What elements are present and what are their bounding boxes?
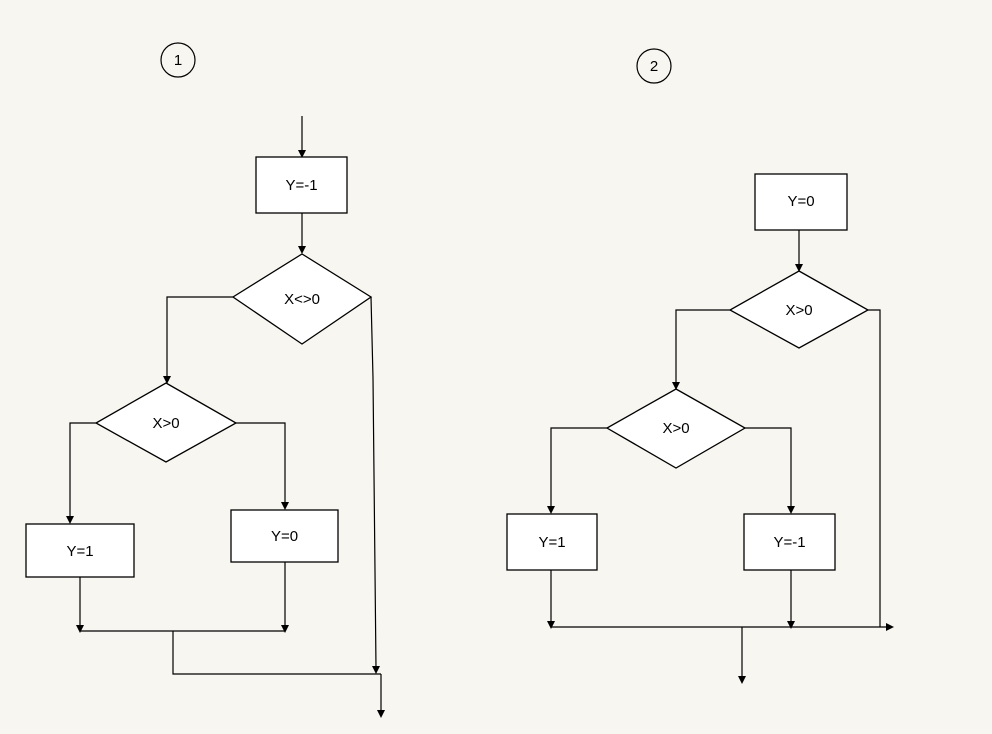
process-box: [230, 509, 339, 563]
connector-line: [675, 309, 730, 384]
arrowhead: [377, 710, 385, 718]
diagram-number-circle: [636, 48, 672, 84]
arrowhead: [795, 264, 803, 272]
process-block-right: Y=-1: [743, 513, 836, 571]
arrowhead: [76, 625, 84, 633]
process-label: Y=-1: [773, 534, 805, 551]
arrowhead: [886, 623, 894, 631]
diagram-number-label: 1: [174, 52, 182, 69]
arrowhead: [163, 376, 171, 384]
connector-line: [69, 422, 96, 518]
connectors: [547, 230, 894, 684]
bypass-line: [868, 309, 881, 627]
arrowhead: [281, 625, 289, 633]
arrowhead: [66, 516, 74, 524]
process-block-start: Y=0: [754, 173, 848, 231]
merge-line: [172, 631, 381, 675]
process-block-right: Y=0: [230, 509, 339, 563]
process-box: [25, 523, 135, 578]
process-label: Y=0: [787, 193, 814, 210]
decision-diamond: [605, 388, 747, 469]
arrowhead: [281, 502, 289, 510]
connector-line: [236, 422, 286, 504]
decision-label: X<>0: [284, 291, 320, 308]
decision-label: X>0: [152, 415, 179, 432]
decision-block-outer: X<>0: [231, 253, 373, 345]
process-box: [506, 513, 598, 571]
process-label: Y=-1: [285, 177, 317, 194]
decision-diamond: [728, 270, 870, 349]
process-block-left: Y=1: [25, 523, 135, 578]
process-block-left: Y=1: [506, 513, 598, 571]
process-box: [754, 173, 848, 231]
arrowhead: [547, 506, 555, 514]
process-box: [255, 156, 348, 214]
process-label: Y=1: [538, 534, 565, 551]
decision-diamond: [94, 382, 238, 463]
decision-label: X>0: [662, 420, 689, 437]
arrowhead: [787, 506, 795, 514]
arrowhead: [372, 666, 380, 674]
process-label: Y=1: [66, 543, 93, 560]
process-box: [743, 513, 836, 571]
decision-label: X>0: [785, 302, 812, 319]
connector-line: [166, 296, 233, 378]
decision-block-inner: X>0: [94, 382, 238, 463]
diagram-number-label: 2: [650, 58, 658, 75]
arrowhead: [298, 150, 306, 158]
flowchart-2: 2 Y=0: [506, 48, 894, 684]
arrowhead: [672, 382, 680, 390]
arrowhead: [787, 621, 795, 629]
arrowhead: [298, 246, 306, 254]
flowchart-1: 1 Y=-1: [25, 42, 385, 718]
decision-diamond: [231, 253, 373, 345]
arrowhead: [547, 621, 555, 629]
connector-line: [745, 427, 792, 508]
diagram-number-circle: [160, 42, 196, 78]
connectors: [66, 116, 385, 718]
process-label: Y=0: [271, 528, 298, 545]
bypass-line: [370, 296, 377, 669]
decision-block-inner: X>0: [605, 388, 747, 469]
decision-block-outer: X>0: [728, 270, 870, 349]
connector-line: [550, 427, 607, 508]
process-block-start: Y=-1: [255, 156, 348, 214]
arrowhead: [738, 676, 746, 684]
